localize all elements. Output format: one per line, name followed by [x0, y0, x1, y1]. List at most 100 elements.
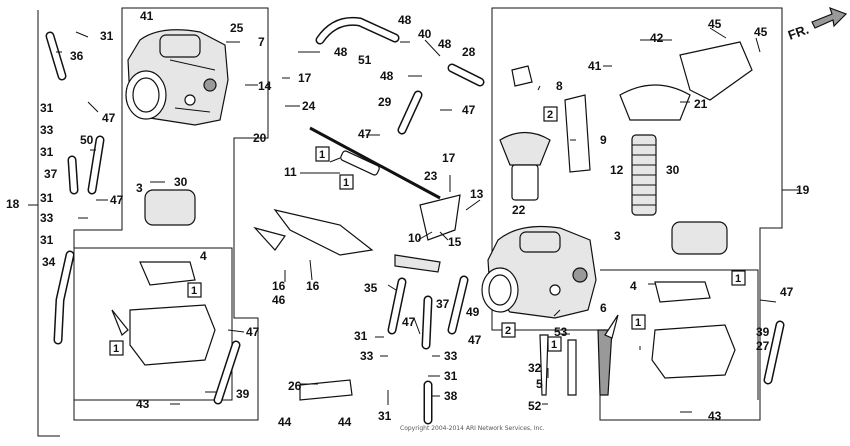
boxed-ref-b1b: 1: [113, 343, 119, 355]
callout-c32: 32: [528, 361, 542, 375]
boxed-ref-b2a: 2: [547, 109, 553, 121]
callout-c5: 5: [536, 377, 543, 391]
callout-c47h: 47: [780, 285, 794, 299]
callout-c19: 19: [796, 183, 810, 197]
callout-c48b: 48: [334, 45, 348, 59]
callout-c52: 52: [528, 399, 542, 413]
left-float: [144, 189, 196, 226]
left-carburetor-body: [125, 29, 229, 126]
callout-c47g: 47: [468, 333, 482, 347]
callout-c24: 24: [302, 99, 316, 113]
boxed-ref-b1f: 1: [635, 317, 641, 329]
callout-c21: 21: [694, 97, 708, 111]
callout-c47d: 47: [462, 103, 476, 117]
callout-c3a: 3: [136, 181, 143, 195]
callout-c17a: 17: [298, 71, 312, 85]
callout-c27: 27: [756, 339, 770, 353]
callout-c45b: 45: [754, 25, 768, 39]
boxed-ref-b1g: 1: [551, 339, 557, 351]
callout-c9: 9: [600, 133, 607, 147]
callout-c31f: 31: [354, 329, 368, 343]
box-frame-b1g: [547, 336, 562, 352]
callout-c37a: 37: [44, 167, 58, 181]
right-float-bowl-frame: [600, 269, 759, 400]
box-frame-b1f: [631, 314, 646, 330]
box-frame-b2a: [543, 106, 558, 122]
callout-c49: 49: [466, 305, 480, 319]
callout-c31h: 31: [378, 409, 392, 423]
callout-c33d: 33: [444, 349, 458, 363]
left-float-bowl-frame: [74, 247, 233, 401]
callout-c42: 42: [650, 31, 664, 45]
right-carburetor-body: [481, 225, 597, 319]
direction-label: FR.: [786, 22, 811, 43]
left-float-bowl: [129, 304, 216, 366]
callout-c48c: 48: [438, 37, 452, 51]
callout-c47e: 47: [358, 127, 372, 141]
callout-c33a: 33: [40, 123, 54, 137]
callout-c47f: 47: [402, 315, 416, 329]
callout-c50: 50: [80, 133, 94, 147]
callout-c39b: 39: [756, 325, 770, 339]
callout-c31g: 31: [444, 369, 458, 383]
callout-c43a: 43: [136, 397, 150, 411]
callout-c47a: 47: [102, 111, 116, 125]
callout-c14: 14: [258, 79, 272, 93]
callout-c4b: 4: [630, 279, 637, 293]
misc-parts: [111, 41, 753, 401]
callout-c48a: 48: [398, 13, 412, 27]
callout-c33b: 33: [40, 211, 54, 225]
callout-c31d: 31: [40, 191, 54, 205]
left-gasket: [139, 261, 196, 286]
callout-c47c: 47: [246, 325, 260, 339]
right-gasket: [654, 281, 711, 303]
left-carburetor-frame: [73, 7, 269, 421]
boxed-ref-b1d: 1: [343, 177, 349, 189]
assembly-frames: [28, 7, 800, 437]
callout-c25: 25: [230, 21, 244, 35]
right-carburetor-frame: [491, 7, 783, 421]
callout-c31c: 31: [40, 145, 54, 159]
callout-c10: 10: [408, 231, 422, 245]
callout-c48d: 48: [380, 69, 394, 83]
box-frame-b1c: [315, 146, 330, 162]
callout-c4a: 4: [200, 249, 207, 263]
callout-c47b: 47: [110, 193, 124, 207]
callout-c6: 6: [600, 301, 607, 315]
boxed-ref-b2b: 2: [505, 325, 511, 337]
right-float: [671, 221, 728, 255]
front-direction-indicator: FR.: [786, 6, 848, 43]
callout-c51: 51: [358, 53, 372, 67]
callout-c15: 15: [448, 235, 462, 249]
callout-c11: 11: [284, 165, 297, 179]
callout-c44a: 44: [278, 415, 292, 429]
callout-c41b: 41: [588, 59, 602, 73]
callout-c45a: 45: [708, 17, 722, 31]
callout-c39a: 39: [236, 387, 250, 401]
callout-c40: 40: [418, 27, 432, 41]
callout-c30b: 30: [666, 163, 680, 177]
copyright-notice: Copyright 2004-2014 ARI Network Services…: [400, 425, 545, 432]
box-frame-b1a: [187, 282, 202, 298]
callout-c53: 53: [554, 325, 568, 339]
front-arrow-icon: [811, 6, 848, 29]
callout-c36: 36: [70, 49, 84, 63]
callout-c30a: 30: [174, 175, 188, 189]
boxed-ref-b1a: 1: [191, 285, 197, 297]
callout-c34: 34: [42, 255, 56, 269]
box-frame-b1b: [109, 340, 124, 356]
float-bowls: [129, 189, 736, 379]
callout-c37b: 37: [436, 297, 450, 311]
boxed-ref-b1e: 1: [735, 273, 741, 285]
box-frame-b1d: [339, 174, 354, 190]
callout-c16b: 16: [306, 279, 320, 293]
bracket-18: [28, 10, 60, 437]
callout-c3b: 3: [614, 229, 621, 243]
leader-lines: [56, 27, 777, 413]
callout-c22: 22: [512, 203, 526, 217]
callout-c46: 46: [272, 293, 286, 307]
callout-c18: 18: [6, 197, 20, 211]
